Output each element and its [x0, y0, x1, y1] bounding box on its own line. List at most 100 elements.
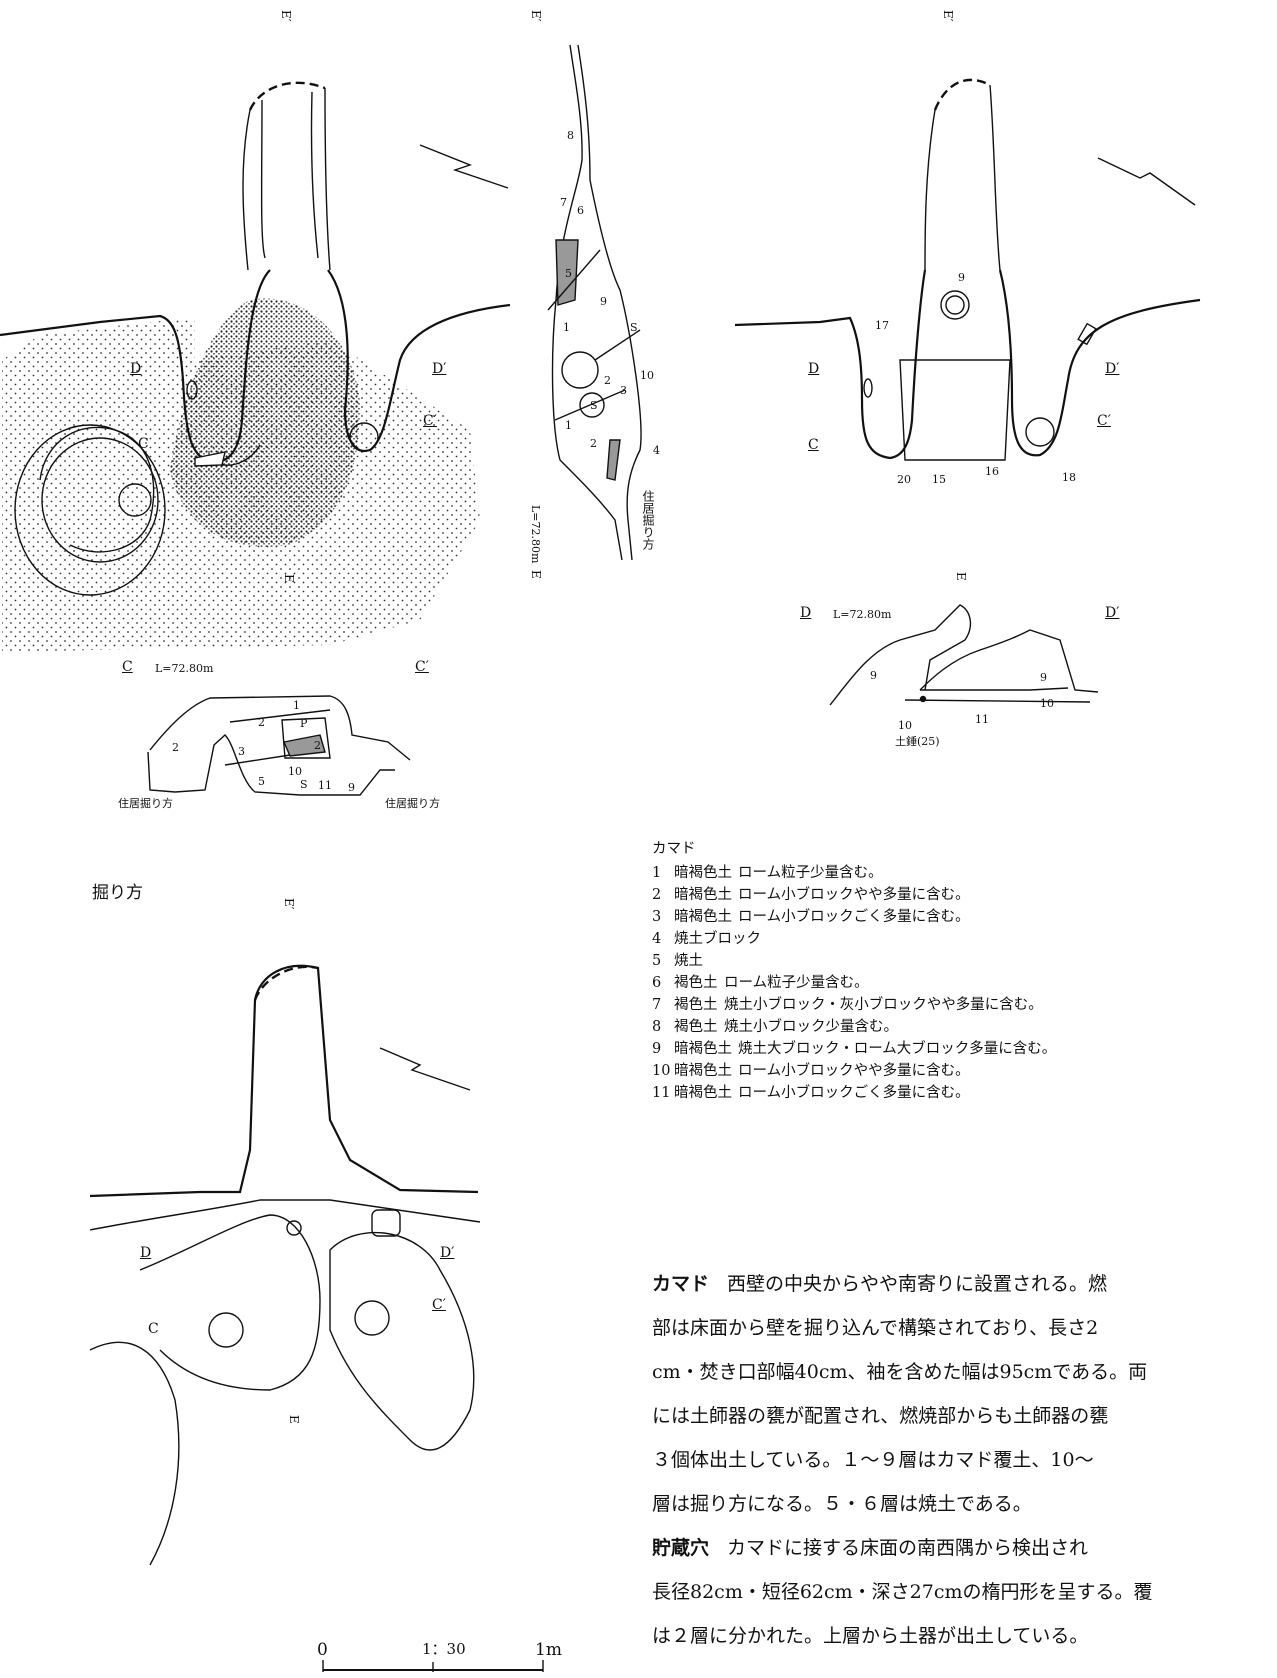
scale-ratio: 1：30 [422, 1640, 466, 1658]
plan-num-16: 16 [985, 465, 999, 478]
layer-e-4: 4 [653, 444, 660, 457]
legend-num: 6 [652, 975, 662, 991]
label-e-2: E [529, 570, 543, 579]
report-body-text: カマド西壁の中央からやや南寄りに設置される。燃 部は床面から壁を掘り込んで構築さ… [652, 1262, 1277, 1658]
layer-c-2b: 2 [172, 741, 179, 754]
layer-e-s2: S [590, 399, 598, 412]
layer-d-9b: 9 [1040, 671, 1047, 684]
plan-num-9: 9 [958, 271, 965, 284]
label-d-4: D [140, 1245, 152, 1261]
layer-e-8: 8 [567, 129, 574, 142]
layer-e-5: 5 [565, 267, 572, 280]
legend-num: 1 [652, 865, 662, 881]
label-c-prime-2: C′ [415, 659, 429, 675]
label-p: P [300, 717, 308, 730]
legend-desc: ローム小ブロックやや多量に含む。 [738, 1063, 970, 1079]
legend-soil: 焼土ブロック [674, 931, 761, 947]
kamado-plan-1 [0, 81, 511, 652]
layer-d-10a: 10 [1040, 697, 1054, 710]
label-c-prime-4: C′ [432, 1297, 446, 1313]
legend-soil: 暗褐色土 [674, 887, 732, 903]
label-level-c: L=72.80m [155, 662, 214, 675]
label-e-prime-2: E′ [529, 10, 543, 22]
legend-num: 9 [652, 1041, 662, 1057]
label-d-prime-3: D′ [1105, 605, 1120, 621]
horikata-plan [89, 964, 481, 1566]
body-text-line: cm・焚き口部幅40cm、袖を含めた幅は95cmである。両 [652, 1361, 1148, 1383]
layer-c-10: 10 [288, 765, 302, 778]
north-arrow-1 [419, 144, 509, 189]
label-s-c: S [300, 778, 308, 791]
label-e-1: E [282, 574, 296, 583]
legend-soil: 褐色土 [674, 997, 718, 1013]
body-text-line: 層は掘り方になる。５・６層は焼土である。 [652, 1493, 1032, 1515]
label-dosui: 土錘(25) [895, 735, 940, 748]
horikata-title: 掘り方 [92, 883, 143, 903]
legend-desc: ローム小ブロックやや多量に含む。 [738, 887, 970, 903]
label-haori-e: 住居掘り方 [641, 490, 655, 550]
label-e-prime-3: E′ [941, 10, 955, 22]
legend-desc: ローム粒子少量含む。 [724, 975, 869, 991]
label-haori-c-right: 住居掘り方 [385, 797, 440, 810]
chozoketsu-heading: 貯蔵穴 [652, 1537, 710, 1559]
body-text-line: カマドに接する床面の南西隅から検出され [727, 1537, 1089, 1559]
legend-soil: 暗褐色土 [674, 1063, 732, 1079]
layer-e-3: 3 [620, 384, 627, 397]
legend-desc: ローム小ブロックごく多量に含む。 [738, 1085, 970, 1101]
layer-e-1b: 1 [565, 419, 572, 432]
layer-e-9: 9 [600, 295, 607, 308]
body-text-line: には土師器の甕が配置され、燃焼部からも土師器の甕 [652, 1405, 1109, 1427]
layer-d-10b: 10 [898, 719, 912, 732]
layer-e-7: 7 [560, 196, 567, 209]
layer-c-2: 2 [258, 716, 265, 729]
label-e-4: E [287, 1415, 301, 1424]
layer-c-1: 1 [293, 699, 300, 712]
body-text-line: は２層に分かれた。上層から土器が出土している。 [652, 1625, 1089, 1647]
layer-e-1: 1 [563, 321, 570, 334]
legend-desc: ローム小ブロックごく多量に含む。 [738, 909, 970, 925]
label-d-2: D [808, 361, 820, 377]
layer-d-9a: 9 [870, 669, 877, 682]
plan-num-18: 18 [1062, 471, 1076, 484]
label-d-1: D [130, 361, 142, 377]
label-d-3: D [800, 605, 812, 621]
legend-soil: 褐色土 [674, 975, 718, 991]
body-text-line: ３個体出土している。１～９層はカマド覆土、10～ [652, 1449, 1094, 1471]
legend-row: 6 褐色土ローム粒子少量含む。 [652, 972, 1056, 994]
legend-soil: 暗褐色土 [674, 1041, 732, 1057]
label-level-e: L=72.80m [529, 505, 542, 564]
label-c-prime-1: C′ [423, 413, 437, 429]
layer-c-5: 5 [258, 775, 265, 788]
plan-num-20: 20 [897, 473, 911, 486]
label-level-d: L=72.80m [833, 608, 892, 621]
scale-bar [322, 1660, 544, 1672]
body-text-line: 長径82cm・短径62cm・深さ27cmの楕円形を呈する。覆 [652, 1581, 1153, 1603]
legend-num: 8 [652, 1019, 662, 1035]
label-c-1: C [138, 436, 149, 452]
section-d [829, 604, 1099, 706]
legend-soil: 暗褐色土 [674, 865, 732, 881]
label-d-prime-2: D′ [1105, 361, 1120, 377]
body-text-line: 部は床面から壁を掘り込んで構築されており、長さ2 [652, 1317, 1099, 1339]
layer-c-2c: 2 [314, 739, 321, 752]
legend-desc: 焼土小ブロック少量含む。 [724, 1019, 898, 1035]
label-e-prime-1: E′ [279, 10, 293, 22]
layer-e-6: 6 [577, 204, 584, 217]
section-c [147, 695, 411, 796]
layer-c-3: 3 [238, 745, 245, 758]
scale-zero: 0 [317, 1640, 328, 1660]
legend-num: 7 [652, 997, 662, 1013]
plan-num-17: 17 [875, 319, 889, 332]
label-d-prime-1: D′ [432, 361, 447, 377]
layer-e-2b: 2 [590, 437, 597, 450]
label-e-prime-4: E′ [282, 898, 296, 910]
kamado-plan-2 [734, 78, 1201, 461]
legend-num: 5 [652, 953, 662, 969]
